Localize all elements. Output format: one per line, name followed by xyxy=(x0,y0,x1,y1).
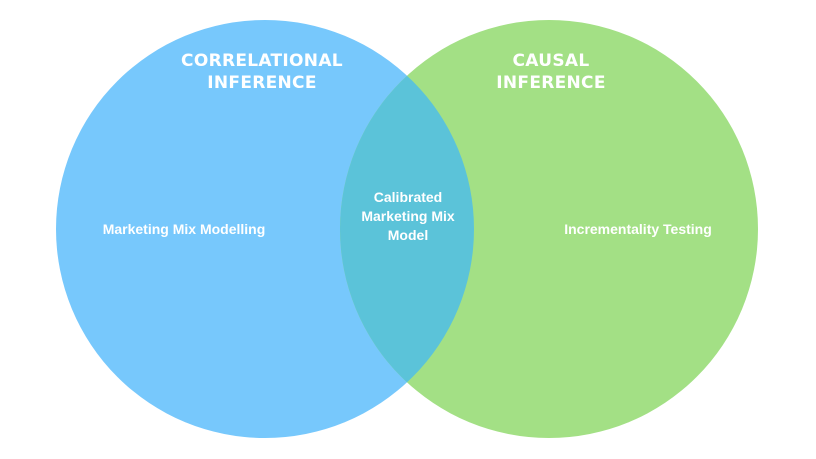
intersection-line: Marketing Mix xyxy=(361,208,455,224)
heading-line: INFERENCE xyxy=(207,73,317,93)
causal-inference-heading: CAUSAL INFERENCE xyxy=(471,50,631,94)
intersection-region xyxy=(340,20,474,438)
heading-line: INFERENCE xyxy=(496,73,606,93)
intersection-line: Calibrated xyxy=(373,189,443,205)
heading-line: CAUSAL xyxy=(512,51,590,71)
incrementality-testing-label: Incrementality Testing xyxy=(564,221,712,237)
correlational-inference-heading: CORRELATIONAL INFERENCE xyxy=(162,50,362,94)
calibrated-mmm-label: Calibrated Marketing Mix Model xyxy=(343,188,473,245)
heading-line: CORRELATIONAL xyxy=(181,51,343,71)
marketing-mix-modelling-label: Marketing Mix Modelling xyxy=(102,221,266,237)
intersection-line: Model xyxy=(387,227,429,243)
